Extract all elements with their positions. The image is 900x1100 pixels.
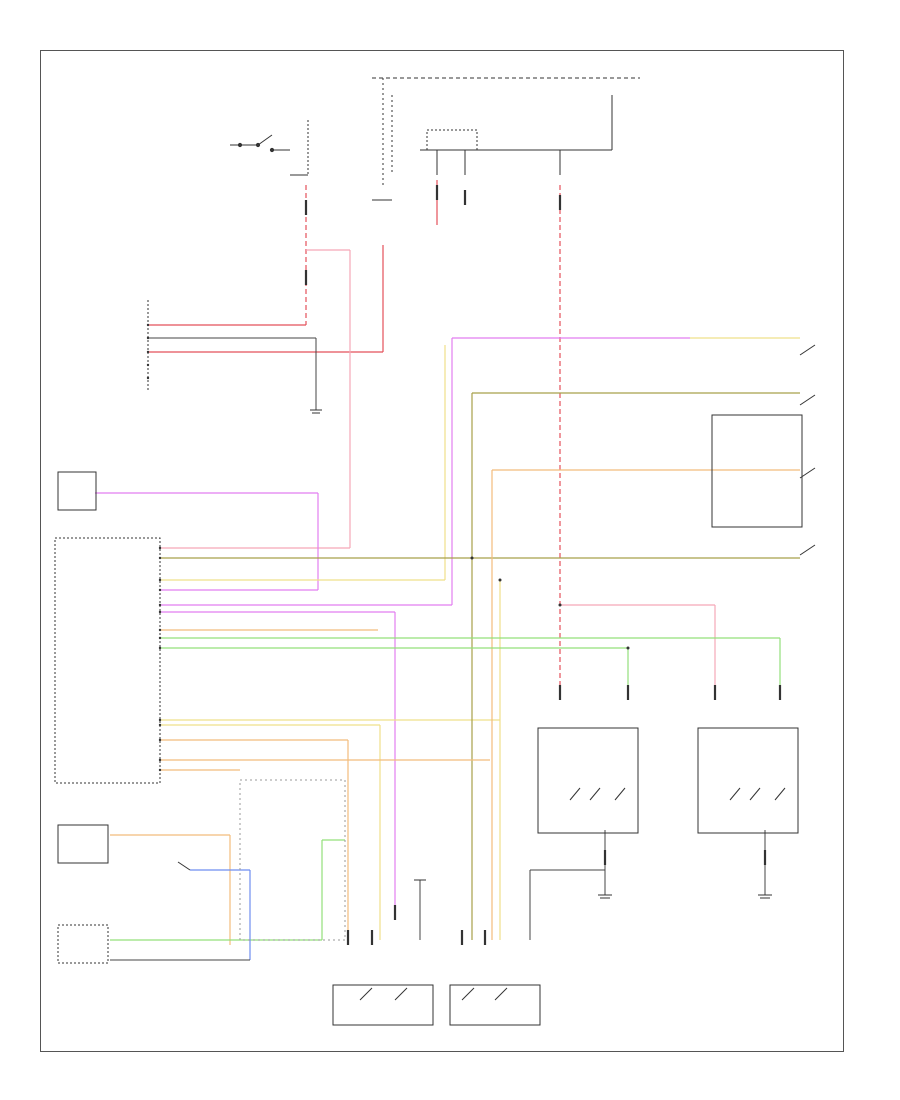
ground-symbols — [310, 409, 772, 899]
diagram-frame — [40, 50, 844, 1052]
red-wires — [148, 180, 561, 700]
component-boxes — [54, 300, 803, 1026]
yellow-wires — [160, 337, 800, 940]
top-power-bus — [372, 77, 640, 201]
pink-wires — [160, 249, 716, 700]
green-wires — [110, 637, 781, 941]
switch-contacts — [177, 344, 816, 1001]
relay-block — [426, 129, 561, 175]
wire-connector-marks — [304, 185, 782, 945]
olive-wires — [160, 392, 800, 940]
orange-wires — [110, 469, 800, 945]
blue-wires — [190, 869, 251, 960]
violet-wires — [95, 337, 690, 920]
connector-pins — [146, 323, 630, 772]
ignition-switch-symbol — [230, 120, 309, 176]
black-wires — [110, 337, 766, 961]
